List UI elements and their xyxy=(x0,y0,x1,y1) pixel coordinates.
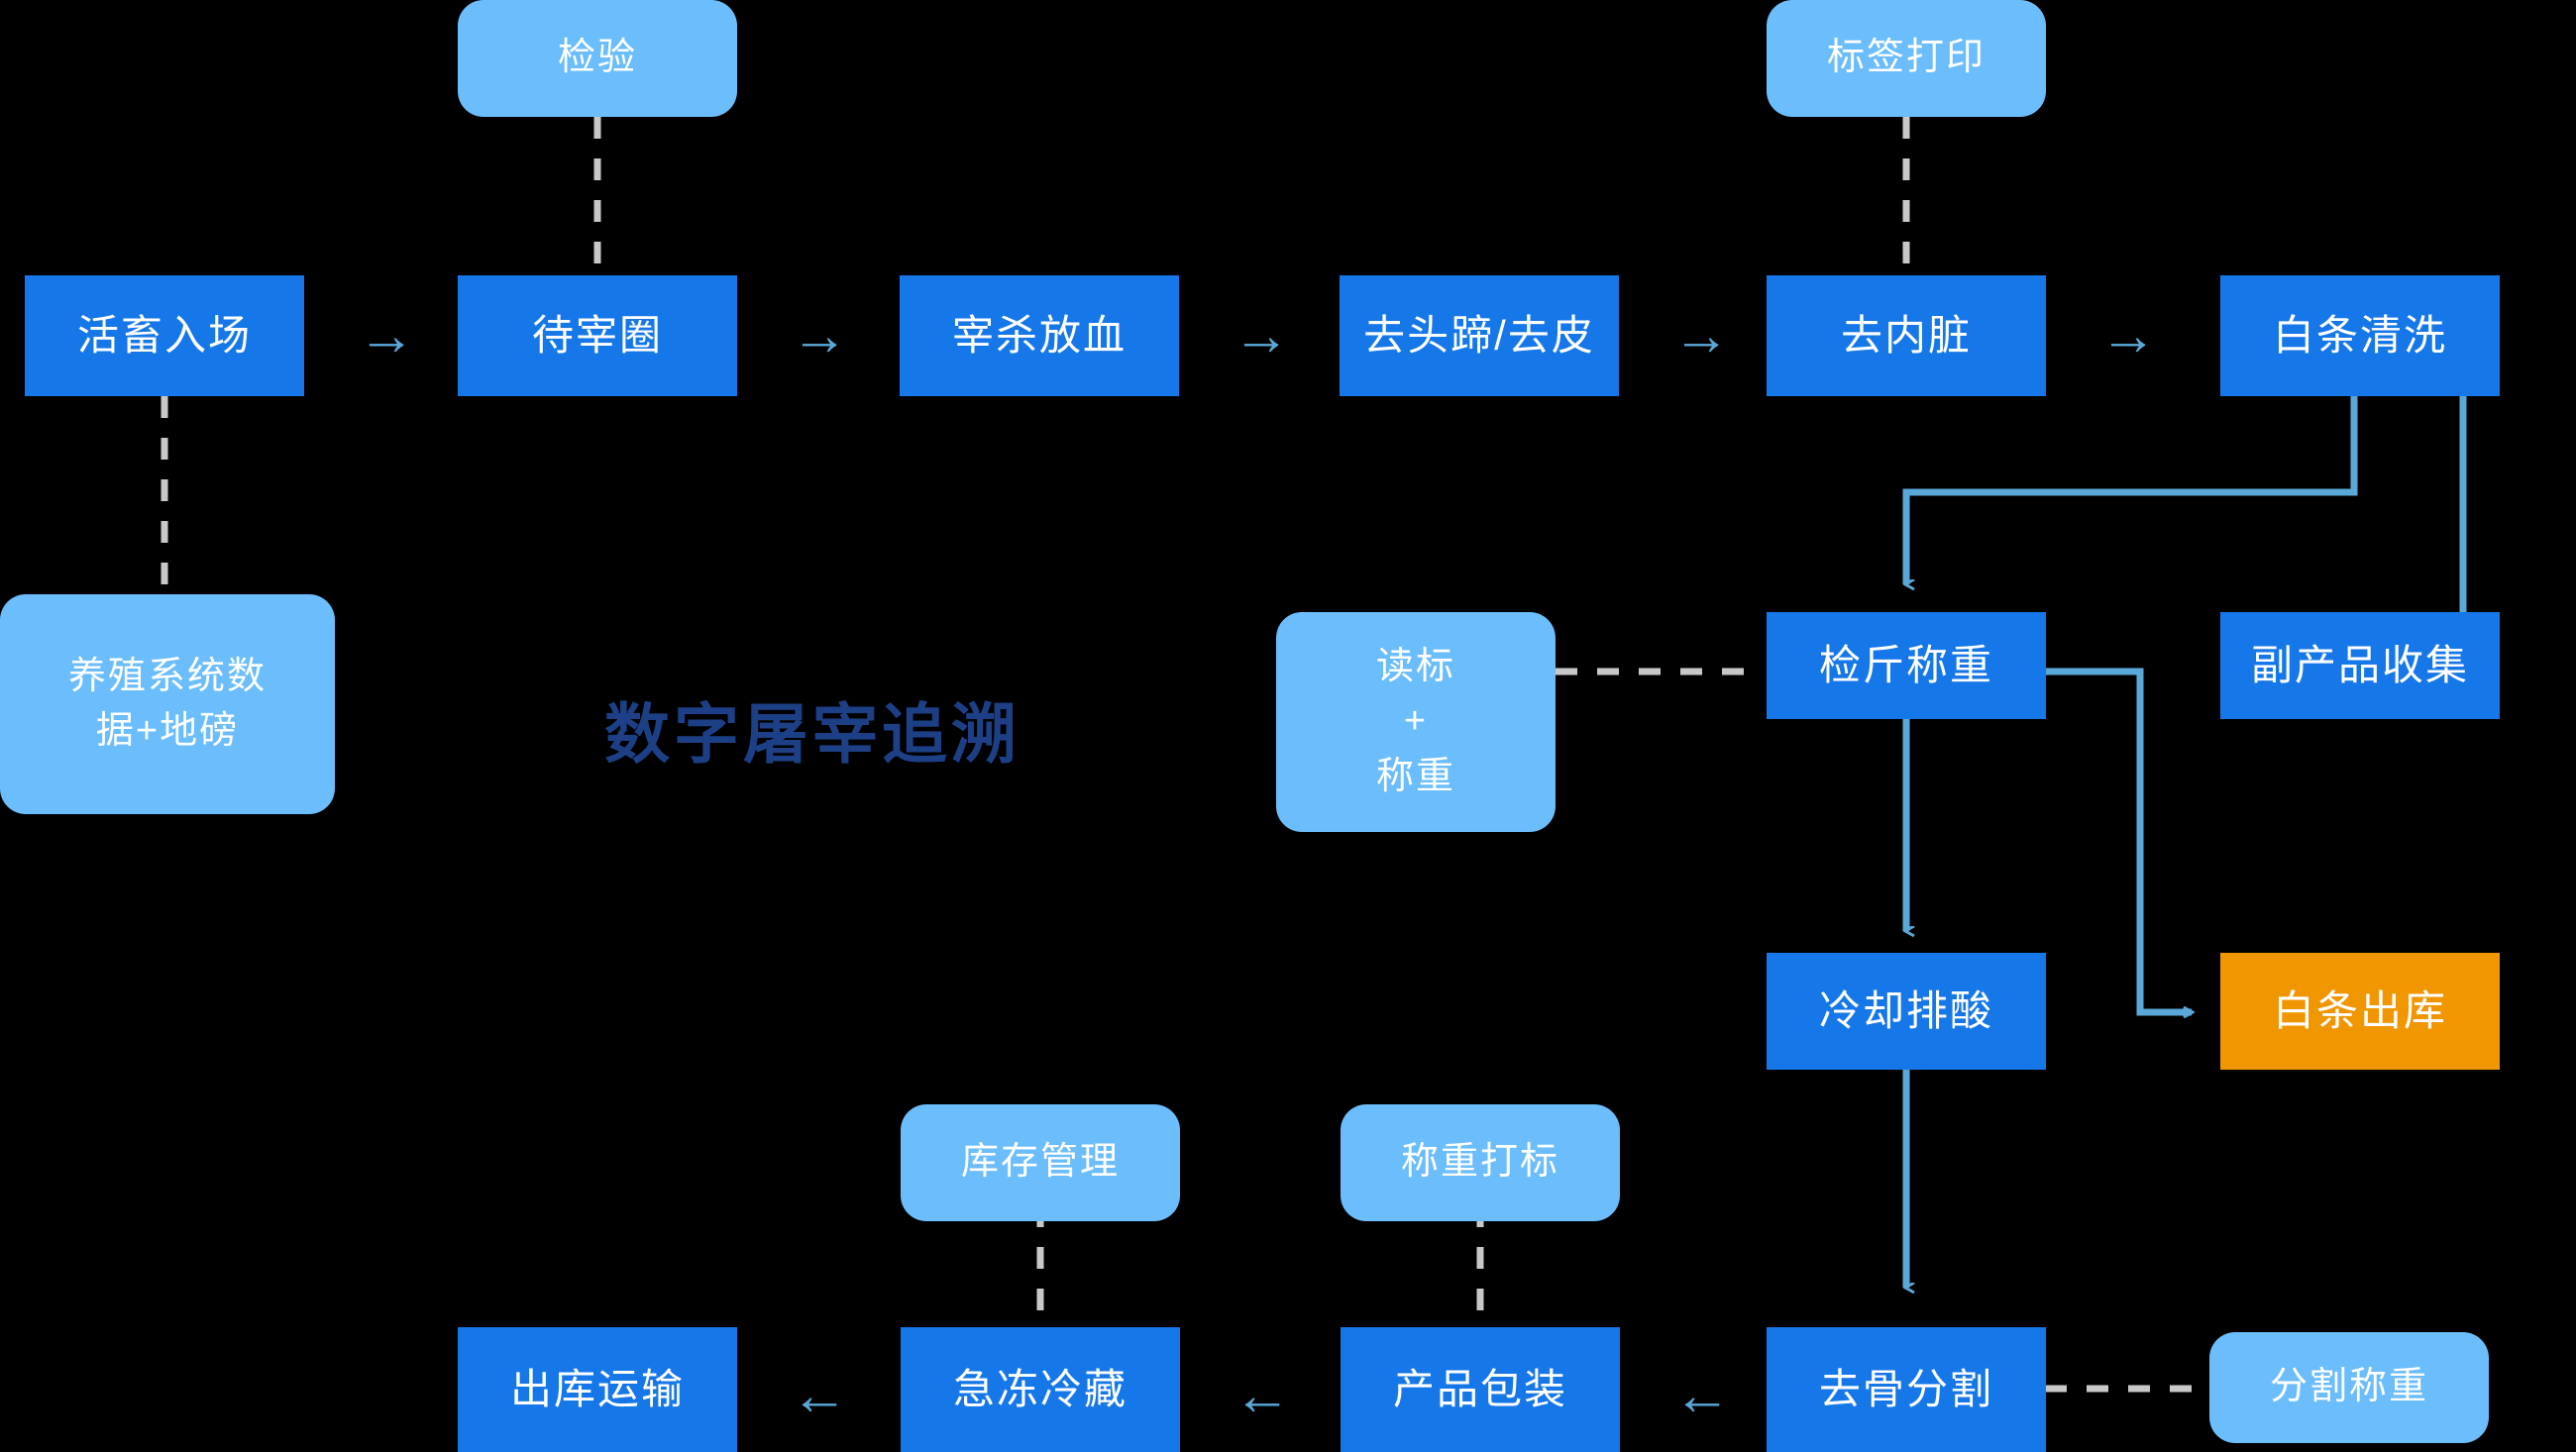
arrow-left-1: ← xyxy=(791,1363,848,1427)
node-byproduct-collect[interactable]: 副产品收集 xyxy=(2220,612,2500,719)
node-chill-aging[interactable]: 冷却排酸 xyxy=(1767,953,2046,1070)
arrow-right-2: → xyxy=(791,303,848,367)
arrow-right-4: → xyxy=(1672,303,1730,367)
node-carcass-out[interactable]: 白条出库 xyxy=(2220,953,2500,1070)
node-slaughter-bleed[interactable]: 宰杀放血 xyxy=(900,275,1179,396)
farm-data-line-2: 据+地磅 xyxy=(95,710,240,752)
node-inspection[interactable]: 检验 xyxy=(458,0,737,117)
node-deboning-cut[interactable]: 去骨分割 xyxy=(1767,1327,2046,1452)
node-livestock-entry[interactable]: 活畜入场 xyxy=(25,275,304,396)
arrow-right-1: → xyxy=(358,303,415,367)
node-label-print[interactable]: 标签打印 xyxy=(1767,0,2046,117)
node-cut-weigh[interactable]: 分割称重 xyxy=(2209,1332,2489,1443)
page-title: 数字屠宰追溯 xyxy=(604,697,1020,771)
node-dehead-dehide[interactable]: 去头蹄/去皮 xyxy=(1340,275,1619,396)
node-eviscerate[interactable]: 去内脏 xyxy=(1767,275,2046,396)
node-weigh-mark[interactable]: 称重打标 xyxy=(1341,1104,1620,1221)
wire-wash-to-inspectweigh xyxy=(1902,396,2358,584)
node-read-weigh[interactable]: 读标 + 称重 xyxy=(1276,612,1556,832)
node-inventory-mgmt[interactable]: 库存管理 xyxy=(901,1104,1180,1221)
node-ship-transport[interactable]: 出库运输 xyxy=(458,1327,737,1452)
farm-data-line-1: 养殖系统数 xyxy=(67,655,267,697)
arrow-left-3: ← xyxy=(1673,1363,1731,1427)
node-farm-data[interactable]: 养殖系统数 据+地磅 xyxy=(0,594,335,814)
read-weigh-line-2: + xyxy=(1403,700,1429,743)
read-weigh-line-3: 称重 xyxy=(1375,755,1455,797)
node-carcass-wash[interactable]: 白条清洗 xyxy=(2220,275,2500,396)
node-inspect-weigh[interactable]: 检斤称重 xyxy=(1767,612,2046,719)
arrow-right-3: → xyxy=(1233,303,1290,367)
arrow-right-5: → xyxy=(2099,303,2157,367)
node-frozen-cold[interactable]: 急冻冷藏 xyxy=(901,1327,1180,1452)
node-holding-pen[interactable]: 待宰圈 xyxy=(458,275,737,396)
read-weigh-line-1: 读标 xyxy=(1375,646,1455,688)
arrow-left-2: ← xyxy=(1234,1363,1291,1427)
node-product-pack[interactable]: 产品包装 xyxy=(1341,1327,1620,1452)
